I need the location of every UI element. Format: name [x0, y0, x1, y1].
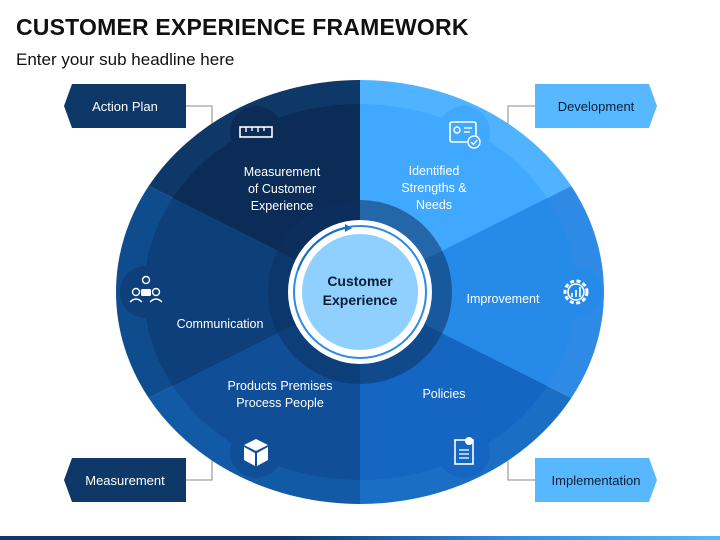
connector-implementation — [507, 452, 535, 481]
segment-label-improvement: Improvement — [466, 292, 540, 306]
tag-measurement: Measurement — [64, 458, 186, 502]
bottom-accent-bar — [0, 536, 720, 540]
connector-development — [507, 105, 535, 132]
segment-label-measurement-of-cx: Measurement of Customer Experience — [243, 165, 321, 213]
center-circle — [302, 234, 418, 350]
document-check-icon — [438, 426, 490, 478]
tag-action-plan: Action Plan — [64, 84, 186, 128]
segment-label-products: Products Premises Process People — [227, 379, 333, 410]
segment-label-identified: Identified Strengths & Needs — [401, 164, 467, 212]
connector-lines — [186, 105, 535, 481]
pie-segment-improvement — [360, 198, 577, 386]
center-arc-arrow — [297, 227, 346, 271]
cube-icon — [230, 426, 282, 478]
connector-action-plan — [186, 105, 213, 132]
segment-label-communication: Communication — [176, 317, 264, 331]
icon-badges — [120, 106, 602, 478]
pie-segment-communication — [143, 198, 360, 386]
page-subtitle: Enter your sub headline here — [16, 50, 235, 69]
tag-implementation: Implementation — [535, 458, 657, 502]
profile-card-icon — [438, 106, 490, 158]
center-label: Customer Experience — [322, 273, 398, 308]
page-title: CUSTOMER EXPERIENCE FRAMEWORK — [16, 14, 469, 40]
team-icon — [120, 266, 172, 318]
segment-label-policies: Policies — [422, 387, 466, 401]
gear-chart-icon — [550, 266, 602, 318]
arrow-head — [345, 224, 352, 232]
ruler-icon — [230, 106, 282, 158]
connector-measurement — [186, 452, 213, 481]
center-ring — [293, 225, 427, 359]
tag-development: Development — [535, 84, 657, 128]
